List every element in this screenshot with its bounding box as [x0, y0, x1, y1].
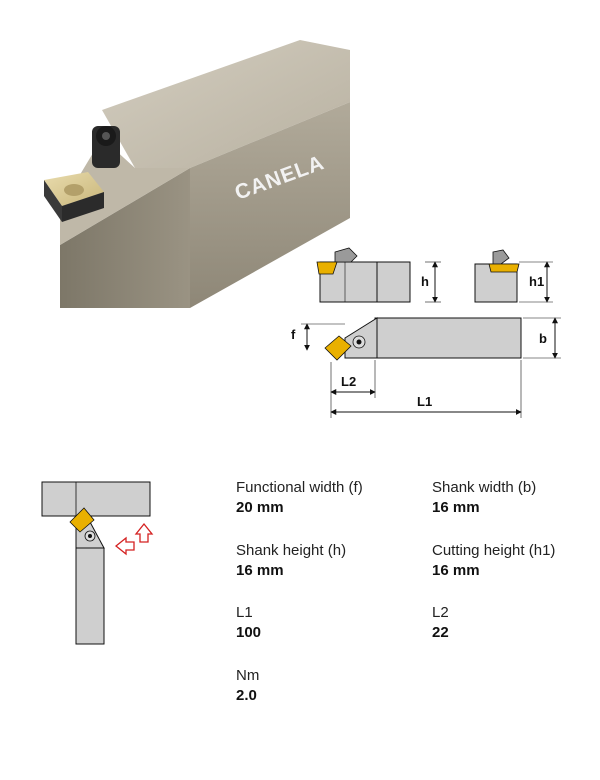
spec-label-shank-height: Shank height (h)	[236, 542, 347, 559]
spec-label-cutting-height: Cutting height (h1)	[432, 542, 556, 559]
label-h: h	[421, 274, 429, 289]
spec-label-functional-width: Functional width (f)	[236, 479, 363, 496]
spec-value-functional-width: 20 mm	[236, 499, 284, 516]
spec-value-nm: 2.0	[236, 687, 257, 704]
spec-label-shank-width: Shank width (b)	[432, 479, 537, 496]
dimension-diagram: h h1 f b L2 L1	[291, 247, 561, 418]
label-h1: h1	[529, 274, 544, 289]
top-view: f b L2 L1	[291, 317, 561, 418]
spec-value-L2: 22	[432, 624, 449, 641]
spec-value-L1: 100	[236, 624, 262, 641]
label-f: f	[291, 327, 296, 342]
spec-label-L1: L1	[236, 604, 253, 621]
spec-value-shank-height: 16 mm	[236, 562, 284, 579]
side-view: h	[316, 247, 441, 303]
product-photo: CANELA	[44, 40, 350, 308]
tool-shank-icon	[75, 547, 105, 645]
end-view: h1	[474, 249, 553, 303]
workpiece-icon	[41, 481, 151, 517]
feed-left-arrow-icon	[114, 536, 135, 556]
usage-diagram	[41, 481, 154, 645]
spec-label-nm: Nm	[236, 667, 260, 684]
feed-up-arrow-icon	[134, 522, 154, 543]
spec-value-shank-width: 16 mm	[432, 499, 480, 516]
label-b: b	[539, 331, 547, 346]
spec-value-cutting-height: 16 mm	[432, 562, 480, 579]
insert-top-icon	[324, 335, 352, 361]
spec-label-L2: L2	[432, 604, 449, 621]
label-L1: L1	[417, 394, 432, 409]
label-L2: L2	[341, 374, 356, 389]
insert-icon-small	[69, 507, 95, 533]
